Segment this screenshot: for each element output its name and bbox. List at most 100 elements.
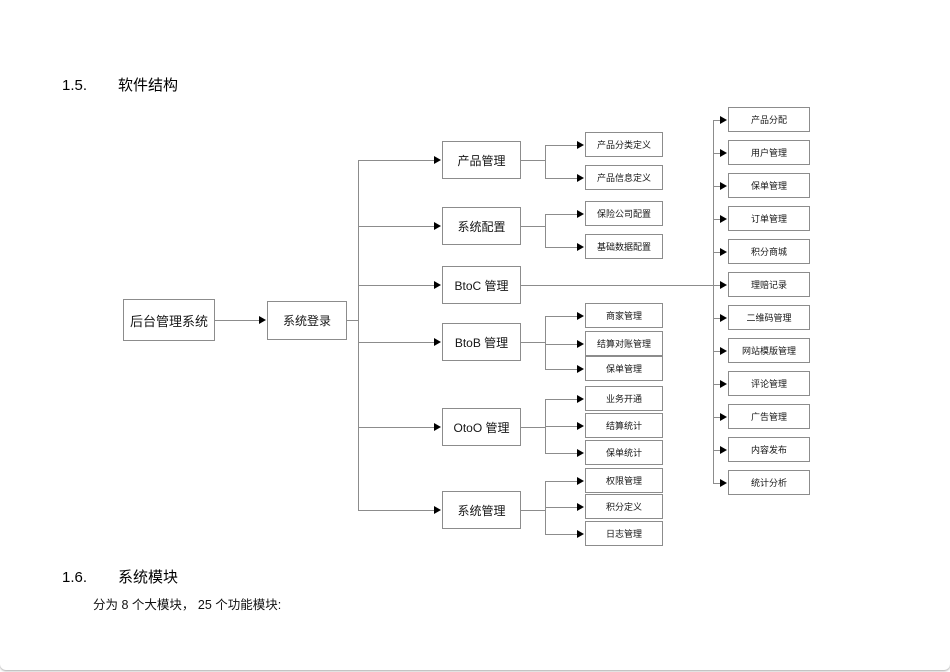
junction-to-submodule-line	[545, 399, 577, 400]
right-submodule-arrowhead	[720, 446, 727, 454]
submodule-arrowhead	[577, 365, 584, 373]
junction-line	[545, 214, 546, 247]
junction-to-submodule-line	[545, 369, 577, 370]
submodule-box-4-0: 业务开通	[585, 386, 663, 411]
right-submodule-arrowhead	[720, 281, 727, 289]
modules-summary-text: 分为 8 个大模块， 25 个功能模块:	[93, 598, 282, 612]
submodule-box-1-0: 保险公司配置	[585, 201, 663, 226]
junction-to-submodule-line	[545, 426, 577, 427]
btoc-submodule-box-8: 评论管理	[728, 371, 810, 396]
submodule-arrowhead	[577, 449, 584, 457]
right-branch-line	[713, 219, 720, 220]
trunk-to-module-line	[358, 160, 434, 161]
btoc-to-right-column-line	[521, 285, 720, 286]
submodule-box-3-0: 商家管理	[585, 303, 663, 328]
root-box: 后台管理系统	[123, 299, 215, 341]
submodule-arrowhead	[577, 477, 584, 485]
btoc-submodule-box-4: 积分商城	[728, 239, 810, 264]
btoc-submodule-box-6: 二维码管理	[728, 305, 810, 330]
junction-to-submodule-line	[545, 214, 577, 215]
junction-to-submodule-line	[545, 145, 577, 146]
submodule-box-3-1: 结算对账管理	[585, 331, 663, 356]
right-branch-line	[713, 483, 720, 484]
right-submodule-arrowhead	[720, 149, 727, 157]
right-submodule-arrowhead	[720, 347, 727, 355]
module-to-junction-line	[521, 510, 546, 511]
submodule-arrowhead	[577, 340, 584, 348]
module-box-4: OtoO 管理	[442, 408, 521, 446]
right-branch-line	[713, 318, 720, 319]
root-to-login-line	[215, 320, 259, 321]
module-to-junction-line	[521, 342, 546, 343]
trunk-to-module-line	[358, 285, 434, 286]
trunk-to-module-line	[358, 342, 434, 343]
submodule-box-5-2: 日志管理	[585, 521, 663, 546]
submodule-arrowhead	[577, 243, 584, 251]
submodule-box-0-0: 产品分类定义	[585, 132, 663, 157]
trunk-to-module-line	[358, 226, 434, 227]
junction-to-submodule-line	[545, 247, 577, 248]
submodule-arrowhead	[577, 395, 584, 403]
right-branch-line	[713, 417, 720, 418]
submodule-arrowhead	[577, 210, 584, 218]
submodule-arrowhead	[577, 141, 584, 149]
btoc-submodule-box-2: 保单管理	[728, 173, 810, 198]
module-box-0: 产品管理	[442, 141, 521, 179]
right-branch-line	[713, 450, 720, 451]
right-submodule-arrowhead	[720, 182, 727, 190]
section-1-number: 1.5.	[62, 77, 88, 94]
module-box-3: BtoB 管理	[442, 323, 521, 361]
right-branch-line	[713, 285, 720, 286]
right-branch-line	[713, 384, 720, 385]
module-arrowhead	[434, 156, 441, 164]
login-to-trunk-line	[347, 320, 359, 321]
right-submodule-arrowhead	[720, 380, 727, 388]
submodule-arrowhead	[577, 174, 584, 182]
module-arrowhead	[434, 506, 441, 514]
right-branch-line	[713, 120, 720, 121]
module-arrowhead	[434, 222, 441, 230]
submodule-arrowhead	[577, 312, 584, 320]
submodule-box-0-1: 产品信息定义	[585, 165, 663, 190]
junction-to-submodule-line	[545, 507, 577, 508]
right-branch-line	[713, 252, 720, 253]
junction-to-submodule-line	[545, 453, 577, 454]
submodule-box-5-0: 权限管理	[585, 468, 663, 493]
root-to-login-arrowhead	[259, 316, 266, 324]
trunk-to-module-line	[358, 510, 434, 511]
junction-to-submodule-line	[545, 178, 577, 179]
right-branch-line	[713, 186, 720, 187]
right-submodule-arrowhead	[720, 479, 727, 487]
right-branch-line	[713, 351, 720, 352]
right-submodule-arrowhead	[720, 314, 727, 322]
right-submodule-arrowhead	[720, 116, 727, 124]
btoc-submodule-box-5: 理赔记录	[728, 272, 810, 297]
module-box-1: 系统配置	[442, 207, 521, 245]
left-trunk-line	[358, 160, 359, 510]
submodule-box-5-1: 积分定义	[585, 494, 663, 519]
submodule-box-4-2: 保单统计	[585, 440, 663, 465]
btoc-submodule-box-11: 统计分析	[728, 470, 810, 495]
submodule-arrowhead	[577, 530, 584, 538]
junction-to-submodule-line	[545, 534, 577, 535]
junction-to-submodule-line	[545, 481, 577, 482]
module-to-junction-line	[521, 160, 546, 161]
section-2-title: 系统模块	[118, 569, 179, 586]
login-box: 系统登录	[267, 301, 347, 340]
module-to-junction-line	[521, 226, 546, 227]
right-submodule-arrowhead	[720, 248, 727, 256]
btoc-submodule-box-0: 产品分配	[728, 107, 810, 132]
junction-to-submodule-line	[545, 344, 577, 345]
btoc-submodule-box-10: 内容发布	[728, 437, 810, 462]
junction-to-submodule-line	[545, 316, 577, 317]
module-box-2: BtoC 管理	[442, 266, 521, 304]
btoc-submodule-box-1: 用户管理	[728, 140, 810, 165]
section-heading-2: 1.6. 系统模块	[62, 566, 178, 587]
module-to-junction-line	[521, 427, 546, 428]
section-heading-1: 1.5. 软件结构	[62, 74, 178, 95]
right-trunk-line	[713, 120, 714, 483]
module-arrowhead	[434, 338, 441, 346]
submodule-arrowhead	[577, 422, 584, 430]
